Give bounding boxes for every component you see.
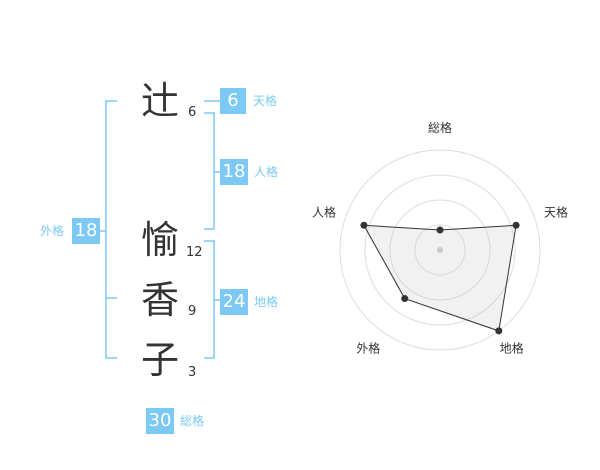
radar-center (437, 247, 443, 253)
radar-label-0: 総格 (428, 120, 452, 135)
radar-label-1: 天格 (544, 204, 568, 219)
given-char-1-strokes: 12 (186, 245, 203, 260)
radar-point-2 (495, 327, 503, 335)
radar-ring-1 (414, 224, 466, 276)
jinkaku-label: 人格 (254, 165, 279, 179)
tenkaku-label: 天格 (253, 94, 278, 108)
surname-char-1-strokes: 6 (188, 105, 197, 120)
radar-rings (339, 149, 541, 351)
radar-ring-4 (339, 149, 541, 351)
given-char-2: 香 (140, 278, 179, 322)
radar-point-0 (436, 226, 444, 234)
jinkaku-value: 18 (220, 159, 248, 185)
gaikaku-value: 18 (72, 218, 100, 244)
gaikaku-label: 外格 (40, 224, 65, 238)
jinkaku-bracket (204, 112, 215, 230)
radar-points (360, 221, 520, 335)
chikaku-value: 24 (220, 289, 248, 315)
tenkaku-value: 6 (220, 88, 246, 114)
radar-ring-3 (364, 174, 516, 326)
radar-label-2: 地格 (500, 341, 524, 356)
radar-series-polygon (363, 224, 517, 332)
radar-point-1 (512, 221, 520, 229)
chikaku-label: 地格 (254, 295, 279, 309)
given-char-1: 愉 (140, 218, 179, 262)
radar-label-4: 人格 (312, 204, 336, 219)
radar-point-3 (401, 295, 409, 303)
radar-ring-2 (389, 199, 491, 301)
given-char-3: 子 (140, 338, 179, 382)
given-char-3-strokes: 3 (188, 365, 197, 380)
radar-point-4 (360, 221, 368, 229)
soukaku-value: 30 (146, 408, 174, 434)
radar-label-3: 外格 (356, 341, 380, 356)
soukaku-label: 総格 (180, 414, 205, 428)
radar-polygon-group (363, 224, 517, 332)
gaikaku-bracket (105, 100, 117, 359)
surname-char-1: 辻 (140, 79, 179, 123)
given-char-2-strokes: 9 (188, 304, 197, 319)
